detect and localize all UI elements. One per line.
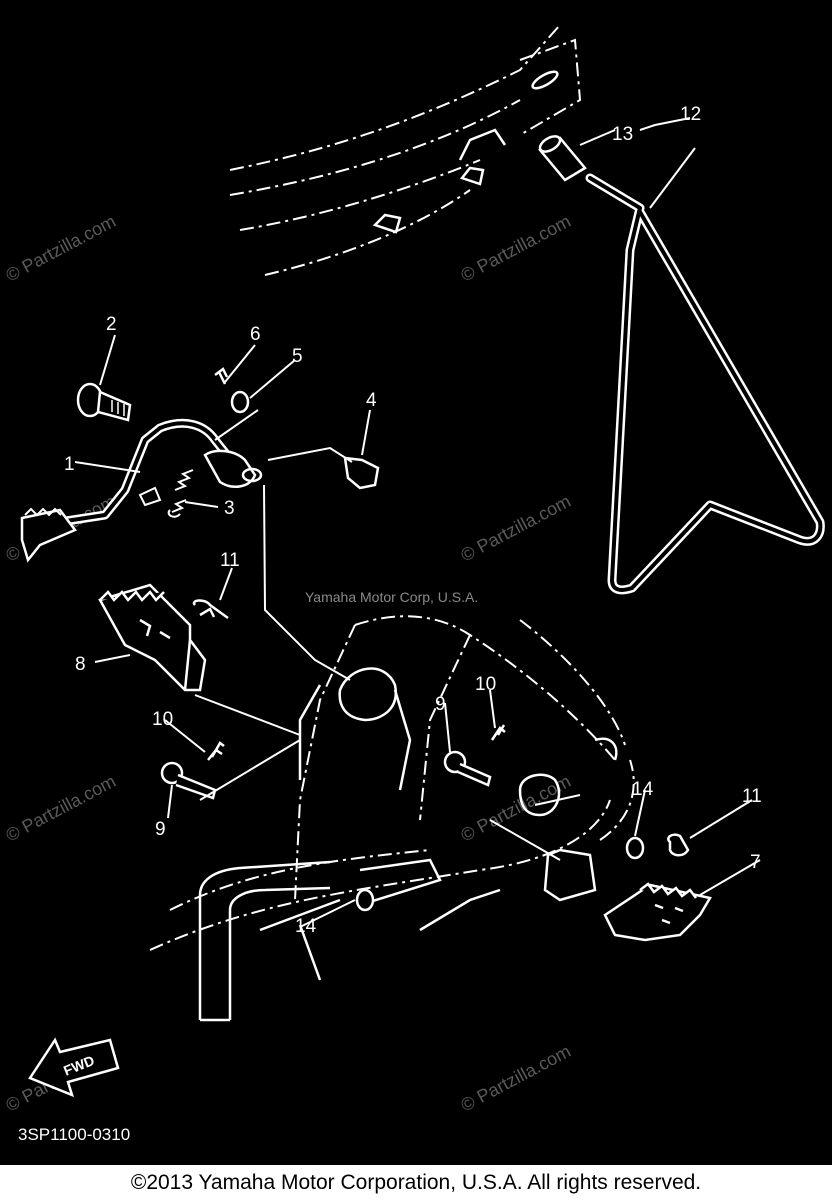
- part-label-9b: 9: [435, 694, 446, 715]
- part-label-3: 3: [224, 498, 235, 519]
- washer-and-pin: [214, 367, 250, 414]
- copyright-notice: ©2013 Yamaha Motor Corporation, U.S.A. A…: [0, 1165, 832, 1200]
- part-labels: 2 6 5 4 1 3 11 8 10 9 9 10 14 11 7 14 13…: [64, 104, 762, 937]
- part-label-8: 8: [75, 654, 86, 675]
- part-label-4: 4: [366, 390, 377, 411]
- leader-lines: [74, 117, 761, 928]
- part-label-11a: 11: [220, 550, 240, 571]
- part-label-10a: 10: [152, 709, 173, 730]
- pivot-bolt: [76, 382, 132, 422]
- diagram-code: 3SP1100-0310: [18, 1125, 130, 1144]
- center-watermark: Yamaha Motor Corp, U.S.A.: [305, 589, 478, 605]
- brake-pedal: [20, 418, 263, 563]
- part-label-6: 6: [250, 324, 261, 345]
- part-label-9a: 9: [155, 819, 166, 840]
- part-label-1: 1: [64, 454, 75, 475]
- side-stand: [585, 173, 825, 595]
- diagram-canvas: © Partzilla.com © Partzilla.com © Partzi…: [0, 0, 832, 1165]
- part-label-5: 5: [292, 346, 303, 367]
- watermark-text: © Partzilla.com: [457, 491, 573, 566]
- watermark-text: © Partzilla.com: [457, 1041, 573, 1116]
- fwd-arrow: FWD: [28, 1037, 120, 1098]
- parts-diagram: © Partzilla.com © Partzilla.com © Partzi…: [2, 24, 825, 1144]
- watermark-text: © Partzilla.com: [2, 211, 118, 286]
- frame-tube: [198, 858, 501, 1022]
- footrest-right: [603, 833, 712, 942]
- watermark-text: © Partzilla.com: [2, 771, 118, 846]
- watermark-text: © Partzilla.com: [457, 211, 573, 286]
- footrest-left: [98, 583, 229, 692]
- part-label-7: 7: [750, 852, 761, 873]
- stand-bolt: [343, 456, 380, 490]
- part-label-10b: 10: [475, 674, 496, 695]
- part-label-12: 12: [680, 104, 701, 125]
- hardware-small: [160, 724, 645, 912]
- stand-collar: [538, 135, 587, 182]
- part-label-2: 2: [106, 314, 117, 335]
- brake-spring: [167, 469, 194, 518]
- part-label-14b: 14: [295, 916, 317, 937]
- frame-structure: [298, 70, 618, 902]
- part-label-11b: 11: [742, 786, 762, 807]
- part-label-13: 13: [612, 124, 633, 145]
- watermark-layer: © Partzilla.com © Partzilla.com © Partzi…: [2, 211, 573, 1116]
- part-label-14a: 14: [632, 779, 654, 800]
